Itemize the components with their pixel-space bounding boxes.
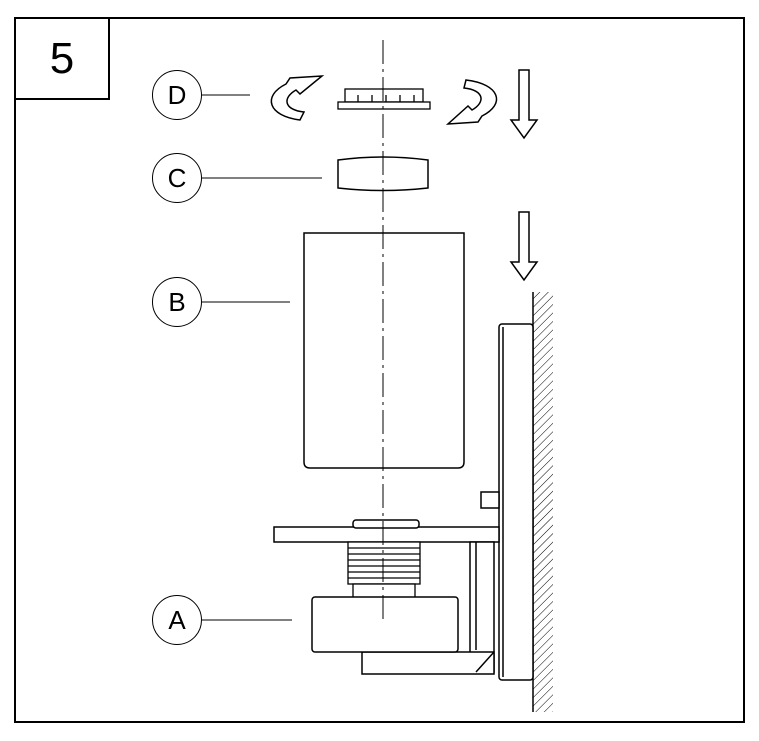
base-bracket	[273, 519, 500, 675]
leader-lines	[202, 94, 322, 621]
part-a-base	[311, 596, 459, 653]
rotate-arrow-left-icon	[270, 75, 325, 121]
rotate-arrow-right-icon	[445, 79, 498, 125]
callout-b: B	[152, 277, 202, 327]
part-b-cylinder	[303, 232, 465, 469]
threaded-stem	[347, 541, 421, 599]
part-d-cap	[337, 88, 431, 110]
down-arrow-icon	[509, 69, 539, 140]
wall-bracket	[480, 323, 534, 681]
diagram-frame	[14, 17, 745, 723]
wall	[532, 292, 553, 712]
callout-d: D	[152, 70, 202, 120]
step-number: 5	[14, 17, 110, 100]
callout-a: A	[152, 595, 202, 645]
callout-c: C	[152, 153, 202, 203]
down-arrow-icon	[509, 211, 539, 282]
